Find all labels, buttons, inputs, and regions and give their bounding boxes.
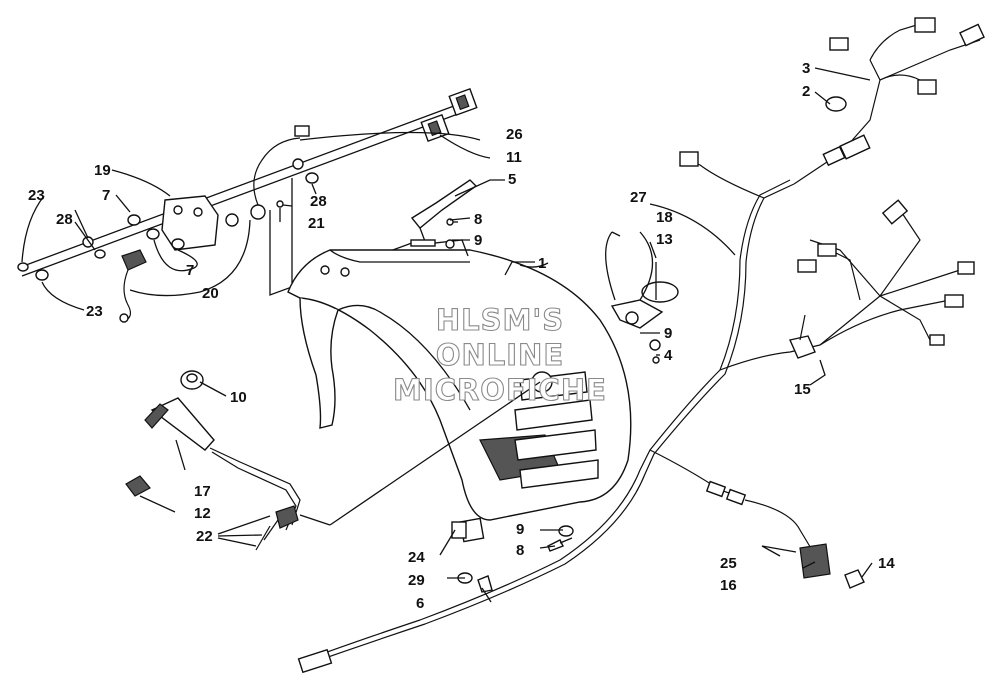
callout-labels: 1 2 3 4 5 6 7 7 8 8 9 9 9 10 11 12 13 14… <box>28 60 895 612</box>
callout-12: 12 <box>194 505 211 522</box>
callout-23b: 23 <box>86 303 103 320</box>
callout-4: 4 <box>664 347 673 364</box>
callout-28b: 28 <box>310 193 327 210</box>
callout-8b: 8 <box>516 542 524 559</box>
center-hardware <box>410 179 679 593</box>
throttle-assembly <box>125 370 301 551</box>
callout-9a: 9 <box>474 232 482 249</box>
callout-14: 14 <box>878 555 895 572</box>
callout-17: 17 <box>194 483 211 500</box>
callout-29: 29 <box>408 572 425 589</box>
callout-16: 16 <box>720 577 737 594</box>
leader-lines <box>21 67 873 603</box>
callout-2: 2 <box>802 83 810 100</box>
callout-7b: 7 <box>186 262 194 279</box>
callout-18: 18 <box>656 209 673 226</box>
watermark: HLSM'S ONLINE MICROFICHE <box>393 302 607 407</box>
callout-19: 19 <box>94 162 111 179</box>
callout-27: 27 <box>630 189 647 206</box>
callout-20: 20 <box>202 285 219 302</box>
callout-8a: 8 <box>474 211 482 228</box>
callout-13: 13 <box>656 231 673 248</box>
wiring-harness <box>297 17 985 674</box>
callout-22: 22 <box>196 528 213 545</box>
watermark-line-3: MICROFICHE <box>393 373 607 407</box>
callout-25: 25 <box>720 555 737 572</box>
callout-15: 15 <box>794 381 811 398</box>
callout-24: 24 <box>408 549 425 566</box>
callout-7a: 7 <box>102 187 110 204</box>
callout-26: 26 <box>506 126 523 143</box>
callout-10: 10 <box>230 389 247 406</box>
callout-1: 1 <box>538 255 546 272</box>
callout-5: 5 <box>508 171 516 188</box>
callout-9b: 9 <box>664 325 672 342</box>
hood-panel <box>287 249 632 543</box>
callout-11: 11 <box>506 149 522 166</box>
watermark-line-2: ONLINE <box>436 338 564 372</box>
callout-9c: 9 <box>516 521 524 538</box>
callout-3: 3 <box>802 60 810 77</box>
callout-21: 21 <box>308 215 325 232</box>
callout-6: 6 <box>416 595 424 612</box>
watermark-line-1: HLSM'S <box>436 303 564 337</box>
callout-23a: 23 <box>28 187 45 204</box>
callout-28a: 28 <box>56 211 73 228</box>
